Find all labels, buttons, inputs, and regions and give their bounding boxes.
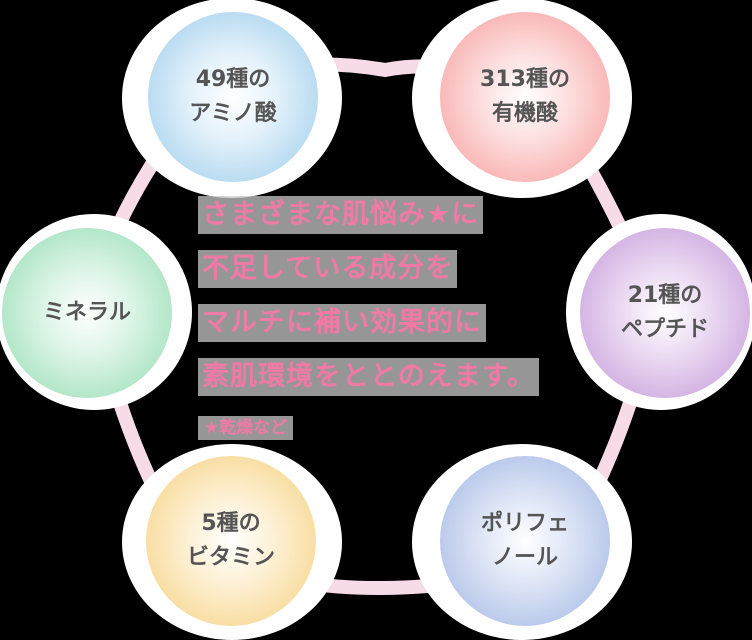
node-organic-acids-line2: 有機酸 [491, 101, 558, 126]
node-amino-acids-line2: アミノ酸 [189, 101, 277, 126]
node-polyphenols: ポリフェ ノール [440, 456, 610, 626]
central-message: さまざまな肌悩み★に 不足している成分を マルチに補い効果的に 素肌環境をととの… [198, 196, 540, 412]
node-polyphenols-line2: ノール [491, 545, 558, 570]
node-minerals: ミネラル [2, 228, 172, 398]
node-peptides-line1: 21種の [627, 283, 703, 308]
node-amino-acids: 49種の アミノ酸 [148, 12, 318, 182]
message-line-4: 素肌環境をととのえます。 [198, 358, 540, 396]
message-line-3: マルチに補い効果的に [198, 304, 486, 342]
node-vitamins: 5種の ビタミン [146, 456, 316, 626]
node-peptides-line2: ペプチド [620, 317, 709, 342]
node-minerals-line1: ミネラル [42, 300, 131, 325]
node-polyphenols-line1: ポリフェ [480, 511, 569, 536]
node-organic-acids-line1: 313種の [480, 67, 570, 92]
node-amino-acids-line1: 49種の [195, 67, 271, 92]
node-organic-acids: 313種の 有機酸 [440, 12, 610, 182]
footnote: ★乾燥など [198, 416, 294, 440]
node-vitamins-line1: 5種の [201, 511, 261, 536]
node-vitamins-line2: ビタミン [186, 545, 275, 570]
message-line-1: さまざまな肌悩み★に [198, 196, 484, 234]
node-peptides: 21種の ペプチド [580, 228, 750, 398]
message-line-2: 不足している成分を [198, 250, 458, 288]
